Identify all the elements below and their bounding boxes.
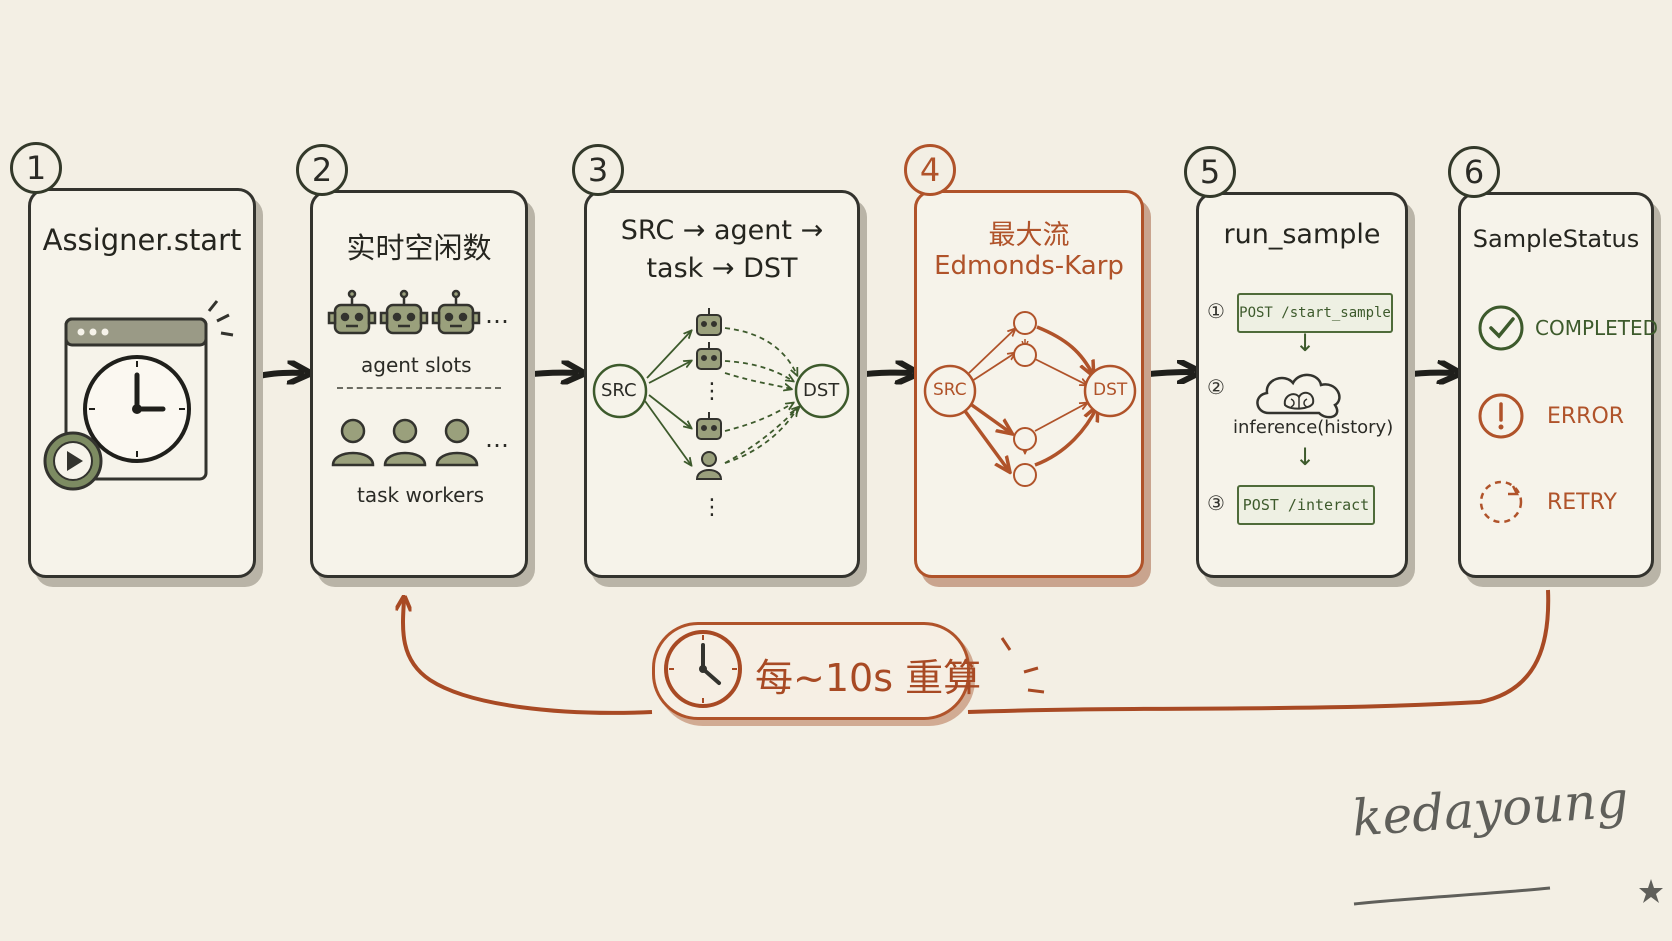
panel-sample-status: SampleStatus COMPLETED ERROR RETRY <box>1458 192 1658 578</box>
src-node: SRC <box>933 380 967 400</box>
person-icon <box>435 418 479 467</box>
arrow-2-3 <box>523 373 578 375</box>
ellipsis: … <box>485 301 509 329</box>
panel-title-line2: task → DST <box>646 253 798 284</box>
status-completed: COMPLETED <box>1477 303 1658 353</box>
panel-title: SampleStatus <box>1472 225 1640 253</box>
agent-slots-label: agent slots <box>361 353 472 377</box>
step-badge-3: 3 <box>572 144 624 196</box>
flow-network-graph <box>592 308 850 480</box>
brain-cloud-icon <box>1256 373 1341 419</box>
step-badge-2: 2 <box>296 144 348 196</box>
arrow-4-5 <box>1139 372 1194 375</box>
task-workers-label: task workers <box>357 483 485 507</box>
step-badge-4: 4 <box>904 144 956 196</box>
signature-underline <box>1353 886 1551 906</box>
panel-assigner-start: Assigner.start <box>28 188 256 578</box>
call-index: ② <box>1207 375 1225 399</box>
status-retry: RETRY <box>1477 477 1617 527</box>
step-badge-1: 1 <box>10 142 62 194</box>
step-badge-5: 5 <box>1184 146 1236 198</box>
recompute-label: 每~10s 重算 <box>755 656 982 700</box>
call-index: ③ <box>1207 491 1225 515</box>
status-label: COMPLETED <box>1535 316 1659 340</box>
panel-title-line1: SRC → agent → <box>620 215 824 246</box>
robot-icon <box>327 289 377 335</box>
step-badge-6: 6 <box>1448 146 1500 198</box>
agent-slots-icons <box>327 289 481 335</box>
alert-circle-icon <box>1478 393 1524 439</box>
panel-title-line1: 最大流 <box>988 220 1070 251</box>
robot-icon <box>379 289 429 335</box>
sparkle-marks <box>1000 637 1045 694</box>
status-label: ERROR <box>1547 403 1625 429</box>
dst-node: DST <box>1093 380 1128 400</box>
check-circle-icon <box>1478 305 1524 351</box>
retry-icon <box>1479 480 1523 524</box>
panel-title: Assigner.start <box>42 223 242 257</box>
interact-call: POST /interact <box>1237 485 1375 525</box>
call-index: ① <box>1207 299 1225 323</box>
vdots: ⋮ <box>701 495 723 520</box>
recompute-loop-pill: 每~10s 重算 <box>652 622 981 720</box>
task-workers-icons <box>331 418 479 467</box>
person-icon <box>383 418 427 467</box>
panel-title-line2: Edmonds-Karp <box>934 251 1124 281</box>
start-sample-call: POST /start_sample <box>1237 293 1393 333</box>
arrow-1-2 <box>249 373 304 378</box>
ellipsis: … <box>485 425 509 453</box>
down-arrow: ↓ <box>1295 443 1316 471</box>
panel-title: run_sample <box>1223 219 1381 250</box>
inference-call: inference(history) <box>1233 417 1394 438</box>
person-icon <box>331 418 375 467</box>
panel-max-flow: 最大流 Edmonds-Karp <box>914 190 1144 578</box>
robot-icon <box>696 308 722 336</box>
src-node: SRC <box>601 380 637 401</box>
star-icon <box>1639 879 1663 903</box>
robot-icon <box>696 412 722 440</box>
panel-title: 实时空闲数 <box>346 231 492 265</box>
divider <box>337 387 501 389</box>
loop-right-path <box>967 589 1551 714</box>
panel-realtime-idle: 实时空闲数 … agent slots <box>310 190 528 578</box>
dst-node: DST <box>803 380 840 401</box>
arrow-3-4 <box>856 373 912 375</box>
edmonds-karp-graph <box>923 311 1137 487</box>
arrow-5-6 <box>1402 373 1454 375</box>
status-error: ERROR <box>1477 391 1624 441</box>
status-label: RETRY <box>1547 489 1617 515</box>
clock-window-icon <box>43 300 234 491</box>
panel-run-sample: run_sample ① POST /start_sample ↓ ② infe… <box>1196 192 1408 578</box>
vdots: ⋮ <box>701 379 723 404</box>
down-arrow: ↓ <box>1295 329 1316 357</box>
person-icon <box>695 451 723 480</box>
panel-flow-graph: SRC → agent → task → DST <box>584 190 860 578</box>
loop-left-path <box>403 600 653 715</box>
clock-icon <box>664 630 742 708</box>
robot-icon <box>431 289 481 335</box>
robot-icon <box>696 342 722 370</box>
